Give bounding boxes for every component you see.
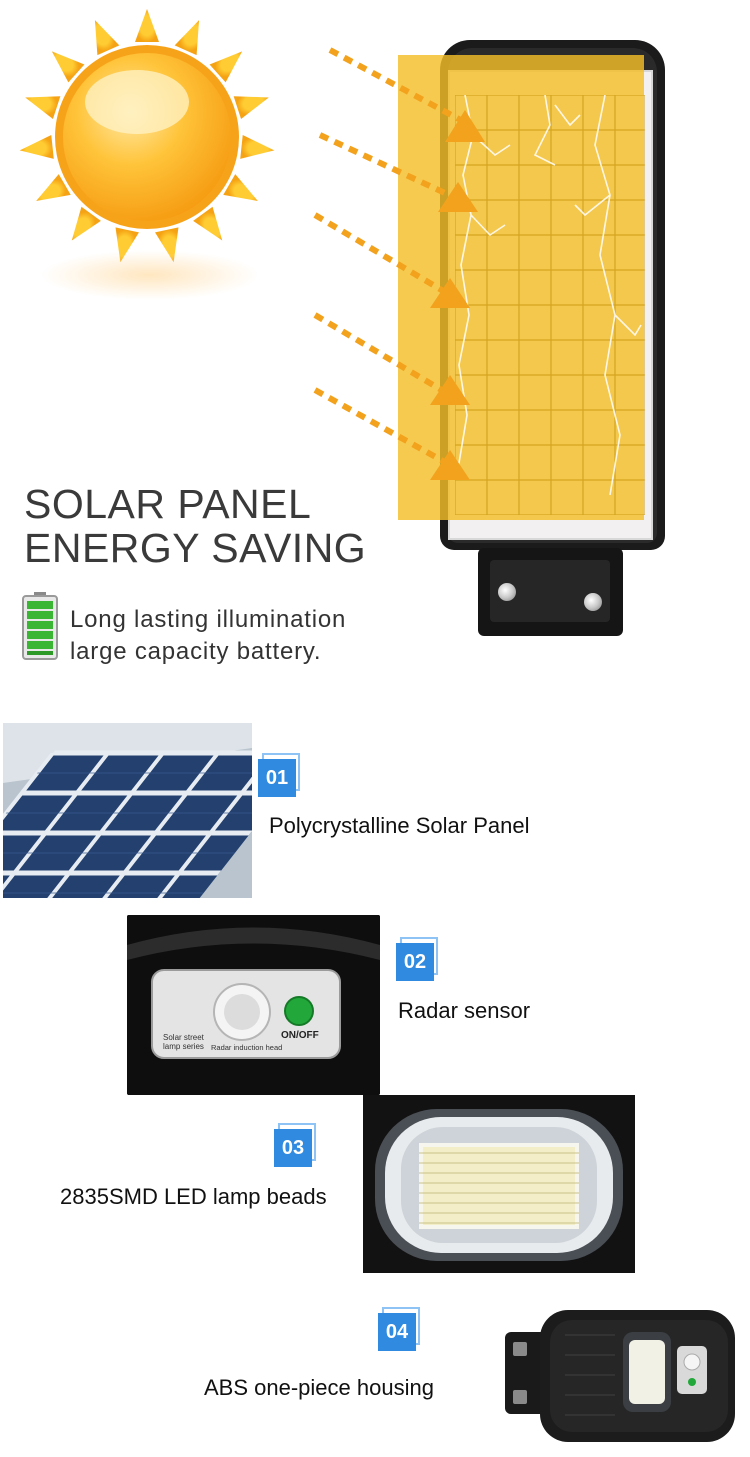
sun-glow xyxy=(40,250,260,300)
panel-text-line-1: Solar street xyxy=(163,1033,204,1042)
feature-number: 04 xyxy=(385,1321,409,1343)
panel-text: Solar street lamp series xyxy=(163,1033,204,1051)
feature-label: Radar sensor xyxy=(398,998,531,1023)
feature-label: 2835SMD LED lamp beads xyxy=(60,1184,327,1209)
sensor-caption: Radar induction head xyxy=(211,1043,283,1052)
hero-title-line-1: SOLAR PANEL xyxy=(24,481,312,527)
battery-full-icon xyxy=(22,592,58,660)
feature-number-badge: 02 xyxy=(396,937,440,981)
hero-subtitle-line-1: Long lasting illumination xyxy=(70,606,347,633)
switch-label: ON/OFF xyxy=(281,1030,319,1041)
energy-overlay xyxy=(398,55,644,520)
feature-number: 02 xyxy=(403,951,427,973)
feature-label: ABS one-piece housing xyxy=(204,1375,434,1400)
led-lamp-beads-closeup-image xyxy=(363,1095,635,1273)
sun-ray-arrows xyxy=(313,47,485,480)
sun-icon xyxy=(19,9,275,263)
feature-number: 01 xyxy=(265,767,289,789)
radar-sensor-closeup-image: Solar street lamp series Radar induction… xyxy=(127,915,380,1095)
hero-title-line-2: ENERGY SAVING xyxy=(24,525,367,571)
bolt-icon xyxy=(584,593,602,611)
feature-number: 03 xyxy=(281,1137,305,1159)
hero-subtitle: Long lasting illumination large capacity… xyxy=(70,604,346,668)
feature-number-badge: 04 xyxy=(378,1307,422,1351)
solar-cell-grid xyxy=(455,95,645,515)
lamp-housing-image xyxy=(505,1310,735,1442)
feature-label: Polycrystalline Solar Panel xyxy=(269,813,530,838)
bolt-icon xyxy=(498,583,516,601)
hero-title: SOLAR PANEL ENERGY SAVING xyxy=(24,482,366,570)
feature-number-badge: 01 xyxy=(258,753,302,797)
solar-panel-closeup-image xyxy=(3,723,252,898)
panel-text-line-2: lamp series xyxy=(163,1042,204,1051)
feature-number-badge: 03 xyxy=(274,1123,318,1167)
hero-subtitle-line-2: large capacity battery. xyxy=(70,638,322,665)
